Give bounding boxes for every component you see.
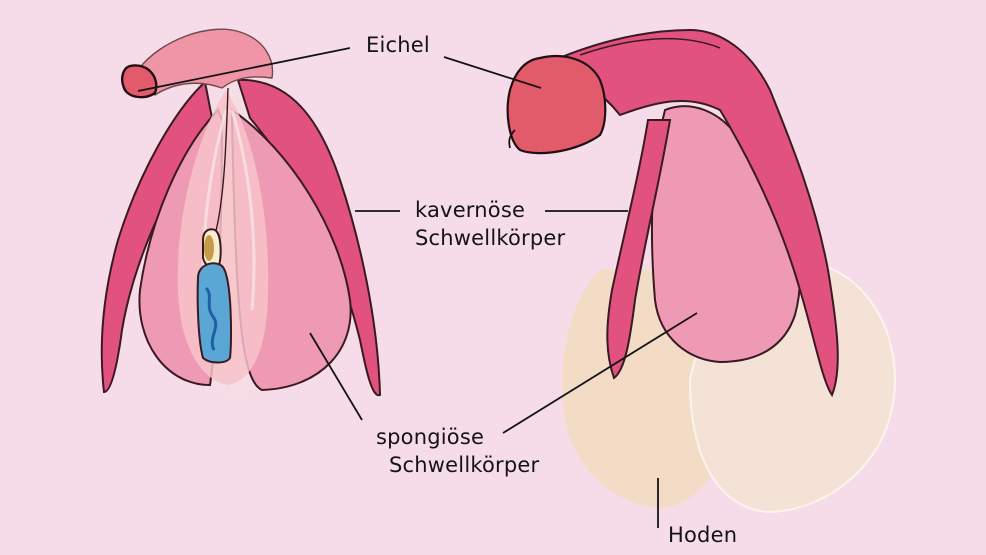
label-spongy: spongiöse Schwellkörper	[376, 423, 539, 479]
leader-spongy-female	[309, 332, 363, 421]
leader-glans-male	[443, 56, 542, 89]
label-glans: Eichel	[366, 31, 430, 59]
male-cavernous-left-crus	[606, 119, 672, 380]
label-testes-text: Hoden	[668, 523, 738, 547]
leader-lines	[137, 47, 698, 528]
label-cavernous-line1: kavernöse	[415, 198, 526, 222]
label-spongy-line1: spongiöse	[376, 425, 485, 449]
leader-spongy-male	[502, 312, 698, 434]
label-spongy-line2: Schwellkörper	[389, 453, 540, 477]
label-glans-text: Eichel	[366, 33, 430, 57]
label-cavernous-line2: Schwellkörper	[415, 226, 566, 250]
male-cavernous-shaft	[547, 28, 839, 398]
male-figure	[506, 28, 897, 514]
female-figure	[100, 20, 382, 420]
leader-glans-female	[137, 47, 351, 92]
female-glans-shaft	[137, 28, 274, 96]
male-glans	[506, 54, 607, 155]
label-cavernous: kavernöse Schwellkörper	[415, 196, 565, 252]
label-testes: Hoden	[668, 521, 737, 549]
